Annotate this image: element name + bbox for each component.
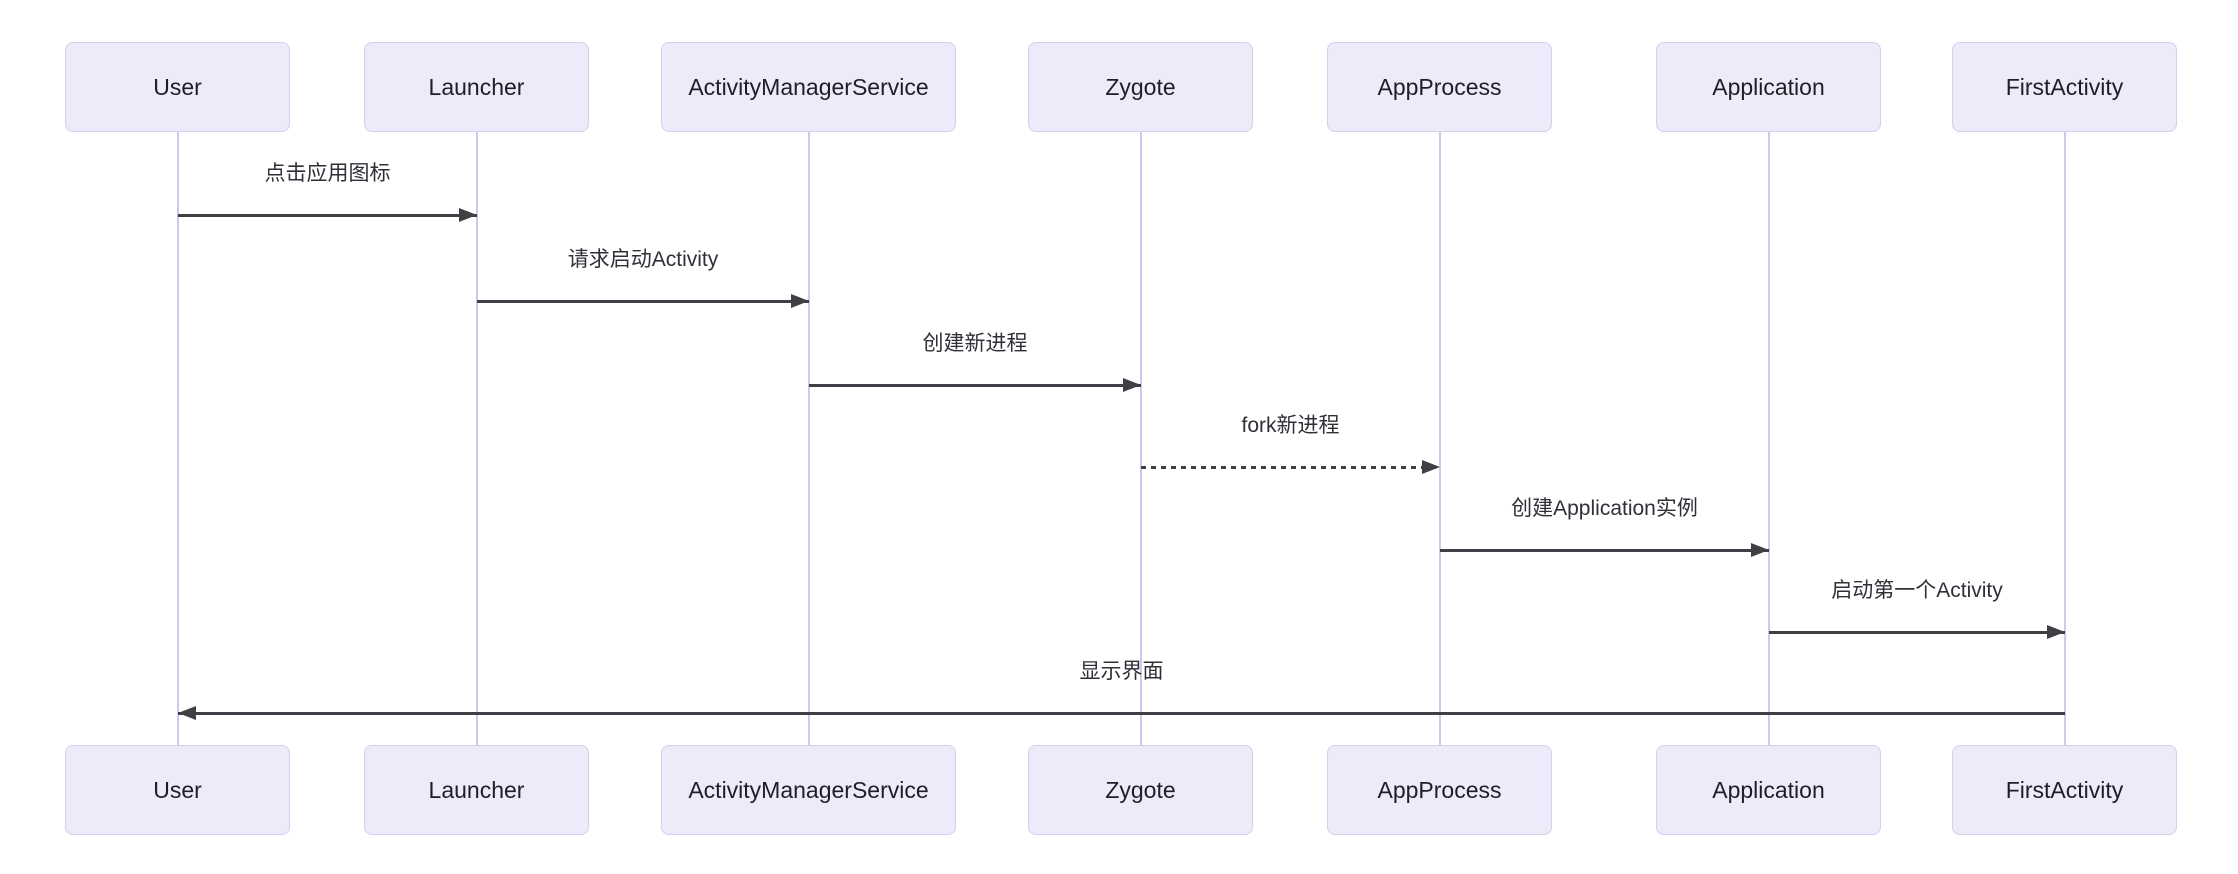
participant-top-launcher: Launcher xyxy=(364,42,589,132)
arrowhead-right-icon xyxy=(1422,460,1440,474)
lifeline-user xyxy=(177,132,179,745)
participant-bottom-ams: ActivityManagerService xyxy=(661,745,956,835)
message-label-create-application-instance: 创建Application实例 xyxy=(1511,497,1698,520)
arrowhead-right-icon xyxy=(1123,378,1141,392)
message-line-show-ui xyxy=(178,712,2065,715)
participant-bottom-user: User xyxy=(65,745,290,835)
lifeline-ams xyxy=(808,132,810,745)
message-line-create-application-instance xyxy=(1440,549,1769,552)
participant-top-firstactivity: FirstActivity xyxy=(1952,42,2177,132)
arrowhead-right-icon xyxy=(2047,625,2065,639)
participant-top-user: User xyxy=(65,42,290,132)
participant-top-zygote: Zygote xyxy=(1028,42,1253,132)
arrowhead-right-icon xyxy=(791,294,809,308)
message-label-click-app-icon: 点击应用图标 xyxy=(264,162,391,185)
arrowhead-left-icon xyxy=(178,706,196,720)
participant-bottom-launcher: Launcher xyxy=(364,745,589,835)
message-line-create-new-process xyxy=(809,384,1141,387)
participant-bottom-zygote: Zygote xyxy=(1028,745,1253,835)
lifeline-firstactivity xyxy=(2064,132,2066,745)
message-label-fork-new-process: fork新进程 xyxy=(1241,414,1340,437)
participant-bottom-application: Application xyxy=(1656,745,1881,835)
message-label-create-new-process: 创建新进程 xyxy=(922,332,1028,355)
participant-top-appprocess: AppProcess xyxy=(1327,42,1552,132)
arrowhead-right-icon xyxy=(459,208,477,222)
lifeline-appprocess xyxy=(1439,132,1441,745)
participant-bottom-appprocess: AppProcess xyxy=(1327,745,1552,835)
message-label-request-start-activity: 请求启动Activity xyxy=(567,248,719,271)
message-label-show-ui: 显示界面 xyxy=(1079,660,1164,683)
message-line-click-app-icon xyxy=(178,214,477,217)
lifeline-launcher xyxy=(476,132,478,745)
message-line-start-first-activity xyxy=(1769,631,2065,634)
lifeline-application xyxy=(1768,132,1770,745)
participant-top-ams: ActivityManagerService xyxy=(661,42,956,132)
message-label-start-first-activity: 启动第一个Activity xyxy=(1831,579,2003,602)
participant-top-application: Application xyxy=(1656,42,1881,132)
message-line-fork-new-process xyxy=(1141,466,1440,469)
participant-bottom-firstactivity: FirstActivity xyxy=(1952,745,2177,835)
lifeline-zygote xyxy=(1140,132,1142,745)
arrowhead-right-icon xyxy=(1751,543,1769,557)
message-line-request-start-activity xyxy=(477,300,809,303)
